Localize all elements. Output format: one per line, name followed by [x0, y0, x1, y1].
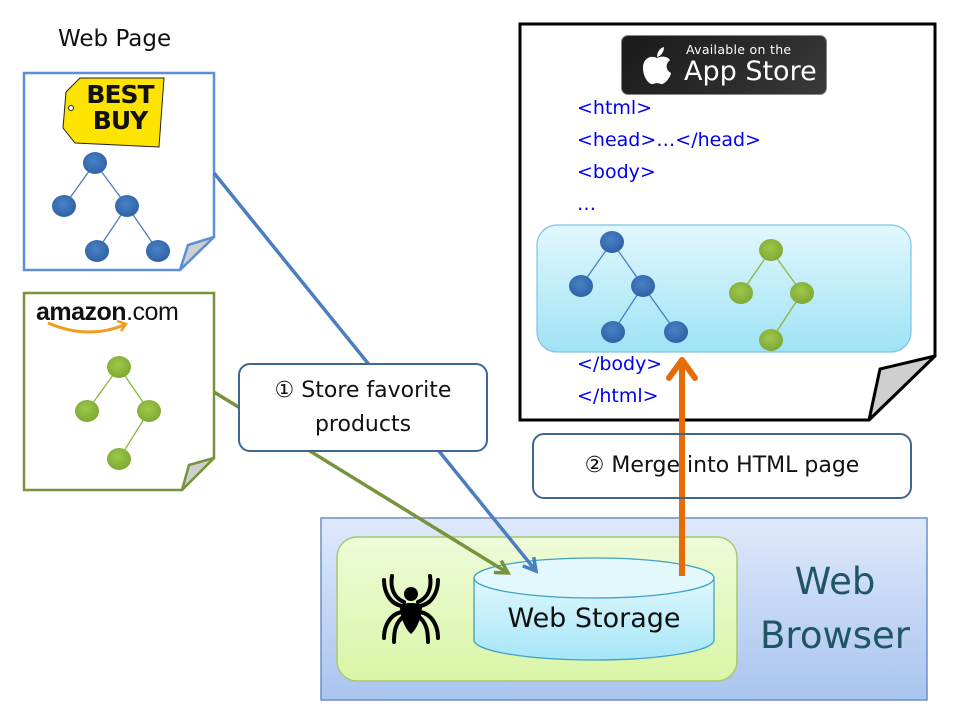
merged-green-tree-node — [759, 329, 783, 351]
merged-blue-tree-node — [664, 321, 688, 343]
callout-merge: ② Merge into HTML page — [532, 433, 912, 499]
merged-blue-tree-node — [601, 321, 625, 343]
code-line-html-open: <html> — [577, 97, 653, 119]
code-line-html-close: </html> — [577, 385, 659, 407]
merged-green-tree-node — [759, 239, 783, 261]
arrow-head-up — [666, 357, 698, 381]
amazon-smile — [47, 321, 125, 334]
bestbuy-tree-node — [52, 195, 76, 217]
bestbuy-tree-node — [115, 195, 139, 217]
amazon-logo-text: amazon.com — [36, 298, 179, 327]
app-store-big-text: App Store — [684, 56, 817, 87]
code-line-head: <head>…</head> — [577, 129, 761, 151]
callout-store-line2: products — [314, 412, 412, 437]
app-store-small-text: Available on the — [686, 42, 792, 57]
amazon-tree-node — [137, 400, 161, 422]
body-content-box — [536, 224, 912, 353]
amazon-logo-word: amazon — [36, 298, 127, 326]
amazon-page — [22, 291, 216, 492]
bestbuy-tree-node — [85, 240, 109, 262]
merged-blue-tree-node — [631, 275, 655, 297]
web-browser-label-line2: Browser — [760, 614, 910, 657]
bestbuy-tree-node — [146, 240, 170, 262]
callout-store-favorites: ① Store favorite products — [238, 363, 488, 452]
amazon-logo-suffix: .com — [126, 298, 179, 326]
amazon-tree-node — [107, 448, 131, 470]
apple-icon — [643, 47, 671, 85]
amazon-tree-node — [107, 356, 131, 378]
web-browser-label-line1: Web — [794, 560, 876, 603]
code-line-ellipsis: … — [577, 193, 596, 215]
bestbuy-logo-text: BEST BUY — [80, 82, 160, 134]
spider-icon — [382, 574, 440, 644]
callout-store-line1: ① Store favorite — [274, 378, 452, 403]
bestbuy-logo — [62, 77, 165, 148]
merged-green-tree-node — [729, 282, 753, 304]
code-line-body-open: <body> — [577, 161, 656, 183]
merged-blue-tree-node — [600, 231, 624, 253]
web-page-title: Web Page — [58, 26, 172, 52]
code-line-body-close: </body> — [577, 353, 663, 375]
bestbuy-logo-line2: BUY — [92, 106, 148, 135]
web-storage-label: Web Storage — [507, 603, 681, 634]
merged-green-tree-node — [790, 282, 814, 304]
callout-merge-text: ② Merge into HTML page — [584, 453, 860, 478]
bestbuy-logo-line1: BEST — [86, 80, 154, 109]
bestbuy-tree-node — [83, 152, 107, 174]
merged-blue-tree-node — [569, 275, 593, 297]
amazon-tree-node — [75, 400, 99, 422]
amazon-smile-arrowhead — [116, 319, 129, 332]
tree-nodes — [52, 152, 814, 470]
app-store-badge[interactable]: Available on the App Store — [621, 35, 827, 95]
